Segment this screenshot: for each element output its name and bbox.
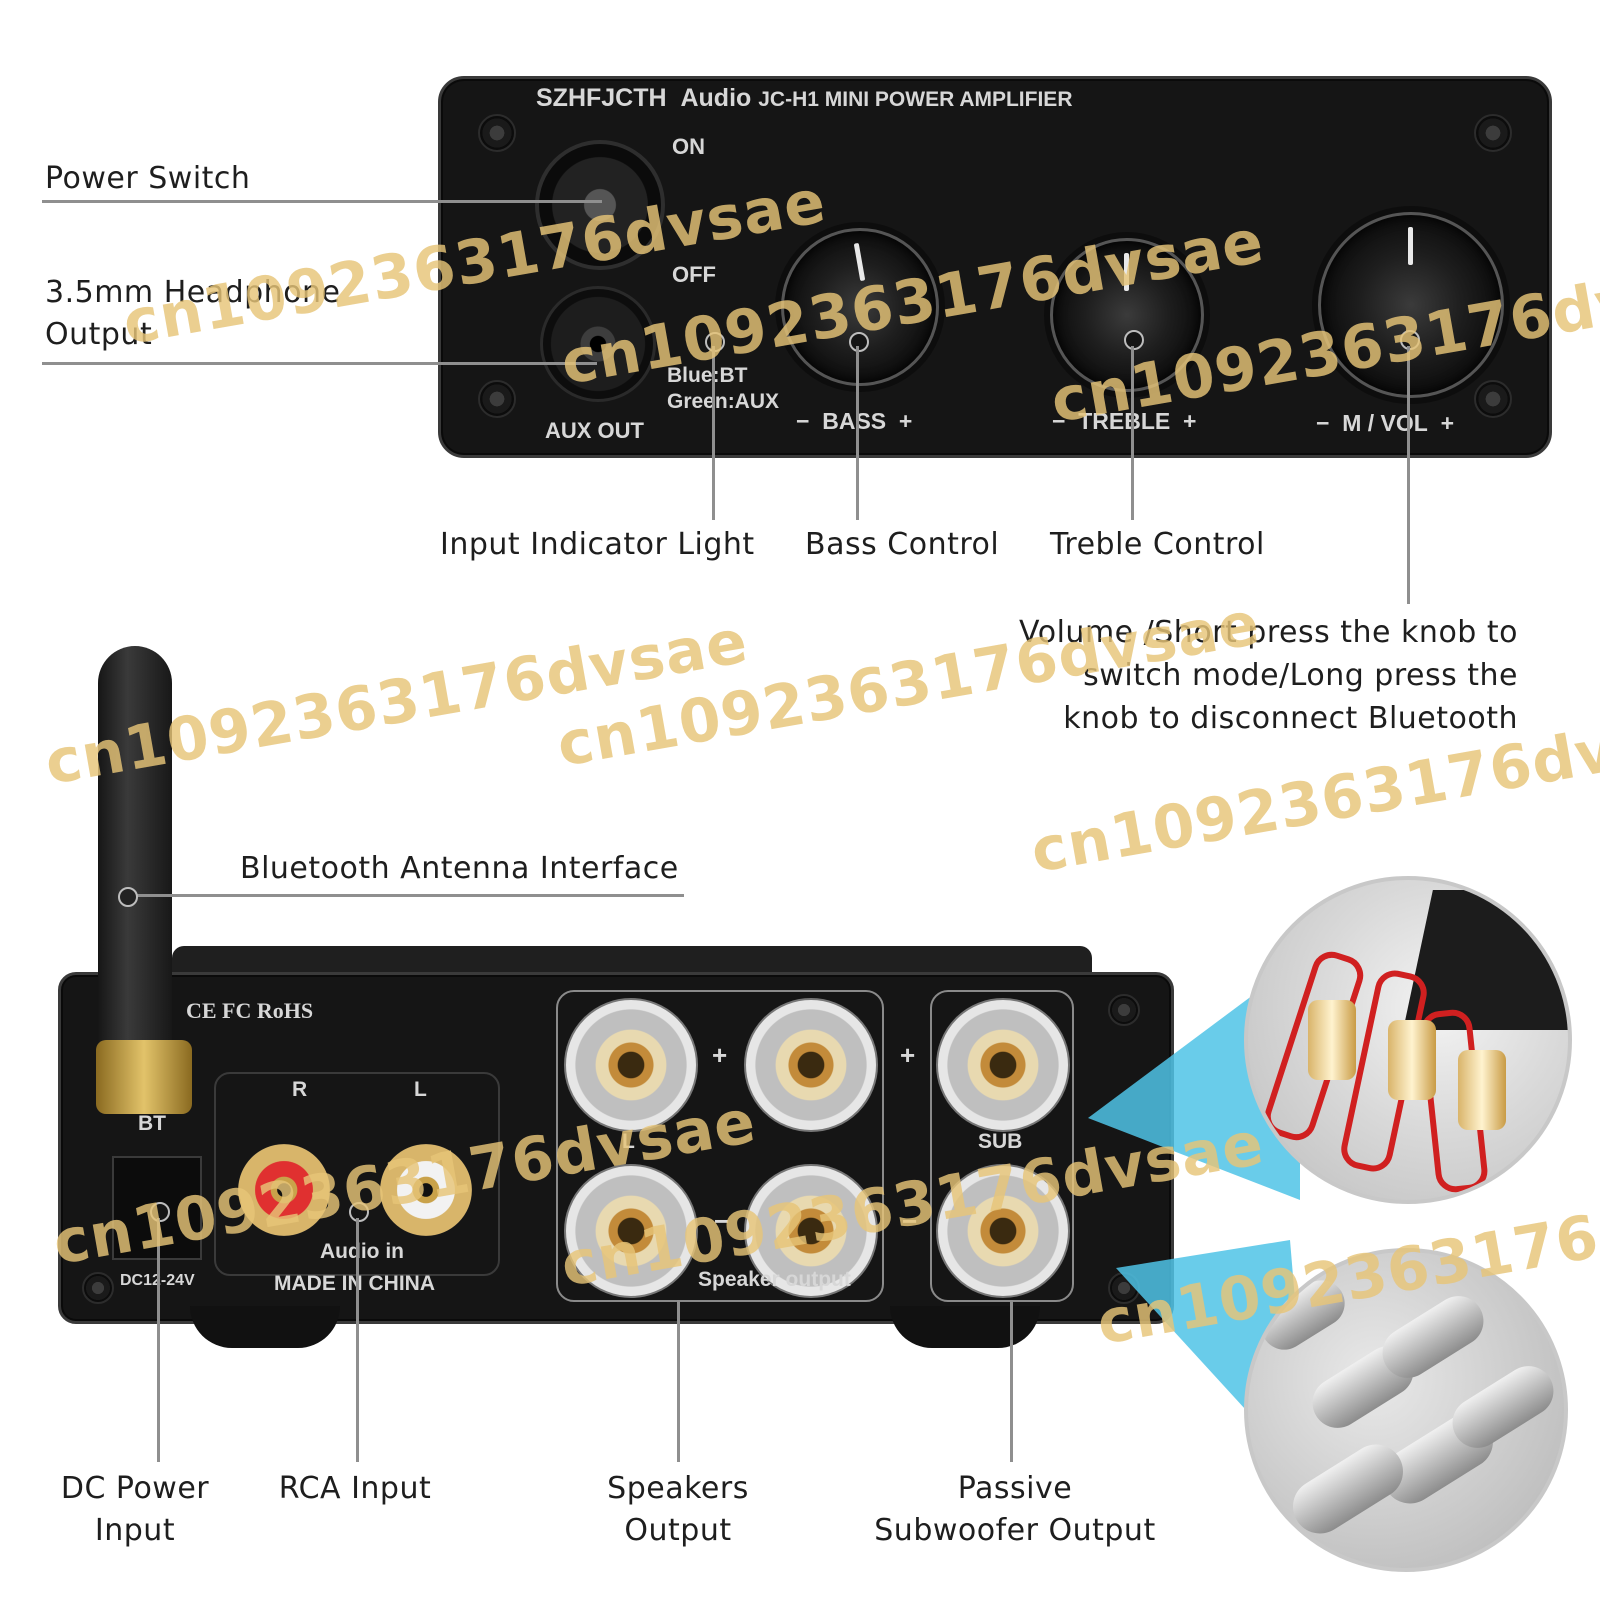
headphone-callout-line1: 3.5mm Headphone [45,275,341,310]
sub-label: SUB [978,1130,1023,1153]
speakers-callout-line2: Output [624,1513,732,1548]
rubber-foot [190,1306,340,1348]
speakers-callout-line1: Speakers [607,1471,749,1506]
indicator-light [705,332,725,352]
screw-icon [82,1272,114,1304]
speaker-output-frame [556,990,884,1302]
dc-power-callout-line2: Input [94,1513,176,1548]
speaker-left-minus-post[interactable] [564,1164,698,1298]
switch-on-label: ON [672,134,705,159]
sub-plus-post[interactable] [936,998,1070,1132]
bass-control-callout: Bass Control [805,527,1000,562]
antenna-mark [118,887,138,907]
screw-icon [1474,114,1512,152]
treble-knob[interactable] [1050,238,1204,392]
speakers-leader [677,1300,680,1462]
bare-wire-closeup [1244,876,1572,1204]
sub-minus-mark: − [902,1206,918,1236]
speaker-output-label: Speaker output [698,1268,851,1291]
made-in-label: MADE IN CHINA [274,1272,435,1295]
brand-text: SZHFJCTH Audio JC-H1 MINI POWER AMPLIFIE… [536,84,1073,112]
bass-knob-center [849,332,869,352]
treble-label: − TREBLE + [1052,408,1197,434]
treble-knob-center [1124,330,1144,350]
speaker-plus-mark: + [712,1040,728,1070]
volume-callout-line2: switch mode/Long press the [1083,658,1518,693]
bass-leader [856,346,859,520]
dc-jack-center [150,1202,170,1222]
aux-out-label: AUX OUT [545,418,644,443]
dc-leader [157,1218,160,1462]
rca-r-label: R [292,1078,308,1101]
speaker-right-plus-post[interactable] [744,998,878,1132]
rubber-foot [890,1306,1040,1348]
power-switch[interactable] [535,140,665,270]
headphone-jack[interactable] [540,286,656,402]
speaker-minus-mark: − [714,1206,730,1236]
bt-label: BT [138,1112,166,1135]
bass-knob[interactable] [781,228,939,386]
indicator-green-label: Green:AUX [667,390,780,413]
speaker-l-label: L [622,1130,635,1153]
screw-icon [1108,994,1140,1026]
treble-control-callout: Treble Control [1050,527,1265,562]
volume-callout-line3: knob to disconnect Bluetooth [1063,701,1518,736]
power-switch-callout: Power Switch [45,161,251,196]
speaker-left-plus-post[interactable] [564,998,698,1132]
rca-l-label: L [414,1078,427,1101]
rca-center-mark [349,1202,369,1222]
rear-top-shell [172,946,1092,976]
audio-in-label: Audio in [320,1240,404,1263]
sub-plus-mark: + [900,1040,916,1070]
bt-antenna [98,646,172,1086]
screw-icon [478,114,516,152]
input-indicator-callout: Input Indicator Light [440,527,755,562]
banana-plug-closeup [1244,1248,1568,1572]
volume-callout-line1: Volume /Short press the knob to [1019,615,1518,650]
dc-power-callout-line1: DC Power [60,1471,210,1506]
rca-input-callout: RCA Input [278,1471,432,1506]
power-switch-leader [42,200,602,203]
passive-leader [1010,1300,1013,1462]
sub-output-frame [930,990,1074,1302]
switch-off-label: OFF [672,262,716,287]
treble-leader [1131,346,1134,520]
antenna-connector [96,1040,192,1114]
bt-antenna-callout: Bluetooth Antenna Interface [240,851,679,886]
indicator-leader [712,346,715,520]
speaker-right-minus-post[interactable] [744,1164,878,1298]
headphone-callout-line2: Output [45,317,153,352]
headphone-leader [42,362,597,365]
indicator-blue-label: Blue:BT [667,364,748,387]
passive-callout-line1: Passive [957,1471,1073,1506]
screw-icon [1474,380,1512,418]
screw-icon [478,380,516,418]
volume-leader [1407,346,1410,604]
volume-knob-center [1400,330,1420,350]
rca-leader [356,1218,359,1462]
sub-minus-post[interactable] [936,1164,1070,1298]
passive-callout-line2: Subwoofer Output [874,1513,1156,1548]
volume-label: − M / VOL + [1316,410,1455,436]
rca-right-jack[interactable] [238,1144,330,1236]
cert-marks: CE FC RoHS [186,998,314,1023]
rca-left-jack[interactable] [380,1144,472,1236]
bass-label: − BASS + [796,408,913,434]
volume-knob[interactable] [1318,212,1504,398]
bt-antenna-leader [126,894,684,897]
